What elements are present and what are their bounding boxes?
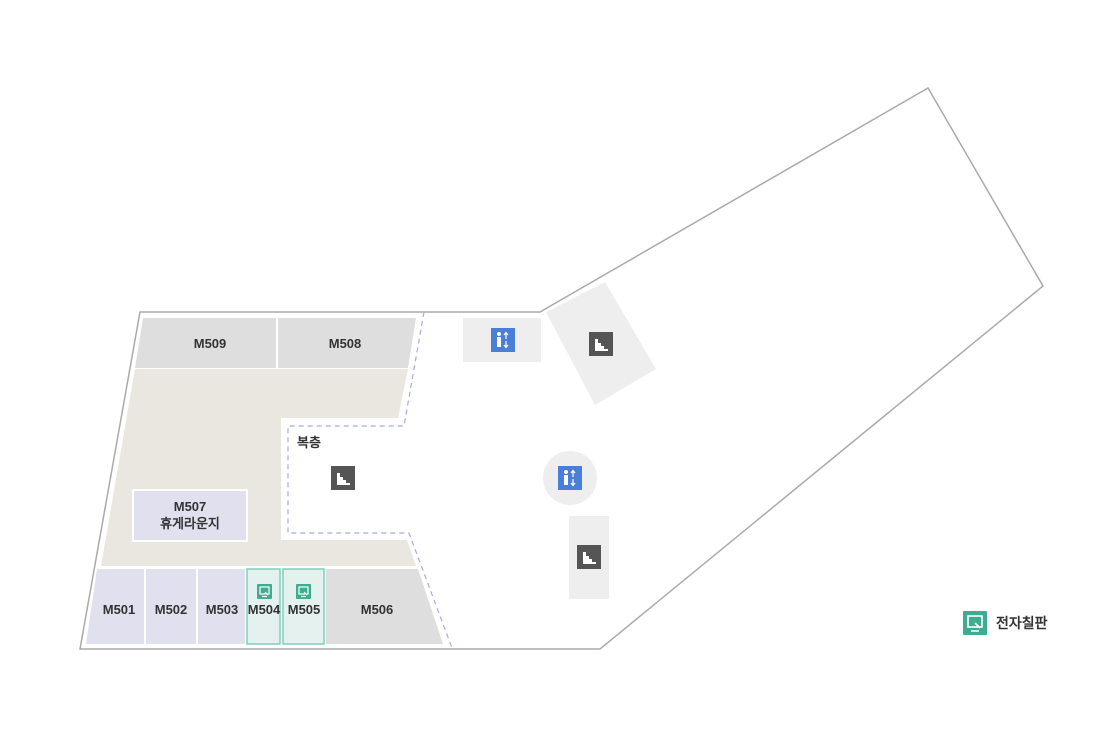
room-m502-shape — [146, 569, 196, 644]
room-m508-label: M508 — [329, 336, 362, 351]
mezzanine-label: 복층 — [297, 435, 321, 451]
room-m509[interactable]: M509 — [135, 318, 276, 368]
elevator-icon — [558, 466, 582, 490]
room-m509-label: M509 — [194, 336, 227, 351]
room-m501-label: M501 — [103, 602, 136, 617]
room-m509-shape — [135, 318, 276, 368]
room-m501[interactable]: M501 — [86, 569, 144, 644]
room-m505[interactable]: M505 — [282, 568, 325, 645]
stairs-icon — [589, 332, 613, 356]
room-m503[interactable]: M503 — [198, 569, 245, 644]
room-m506-shape — [326, 569, 443, 644]
legend-blackboard-label: 전자칠판 — [996, 615, 1048, 632]
legend: 전자칠판 — [963, 611, 1048, 635]
room-m506-label: M506 — [361, 602, 394, 617]
room-m503-label: M503 — [206, 602, 239, 617]
room-m504-label: M504 — [248, 602, 281, 617]
room-m506[interactable]: M506 — [326, 569, 443, 644]
room-m504[interactable]: M504 — [246, 568, 281, 645]
room-m504-shape — [246, 568, 281, 645]
stairs-icon — [331, 466, 355, 490]
stairs-icon — [577, 545, 601, 569]
room-m505-label: M505 — [288, 602, 321, 617]
building-outline — [79, 86, 1044, 650]
room-m507[interactable]: M507 휴게라운지 — [132, 489, 248, 542]
mezzanine-outline — [287, 311, 453, 649]
room-m507-label: M507 — [174, 499, 207, 514]
room-m502[interactable]: M502 — [146, 569, 196, 644]
elevator-icon — [491, 328, 515, 352]
room-m502-label: M502 — [155, 602, 188, 617]
room-m507-shape — [132, 489, 248, 542]
room-m505-shape — [282, 568, 325, 645]
room-m508[interactable]: M508 — [278, 318, 416, 368]
room-m507-sublabel: 휴게라운지 — [160, 516, 220, 532]
room-m508-shape — [278, 318, 416, 368]
blackboard-icon — [963, 611, 987, 635]
room-m501-shape — [86, 569, 144, 644]
blackboard-icon — [296, 584, 311, 599]
blackboard-icon — [257, 584, 272, 599]
room-m503-shape — [198, 569, 245, 644]
